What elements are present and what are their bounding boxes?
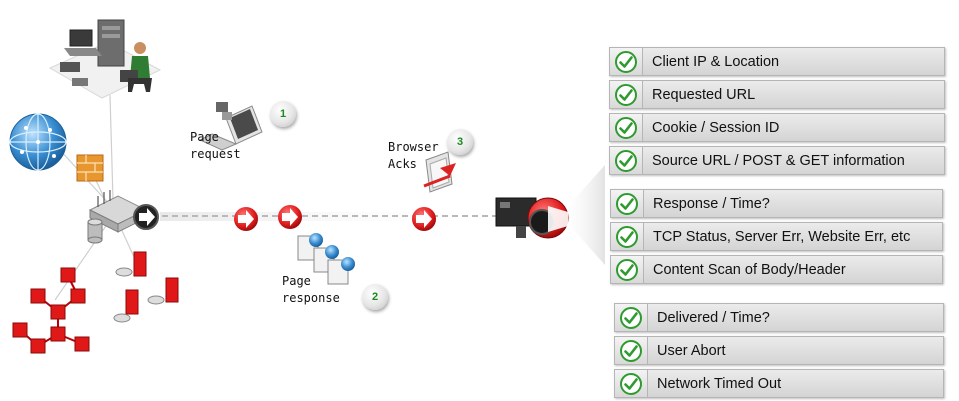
arrow-marker: [234, 207, 258, 231]
checkmark-icon: [616, 192, 638, 215]
firewall-icon: [76, 154, 104, 182]
checkmark-icon: [616, 225, 638, 248]
check-box: [610, 147, 643, 174]
check-box: [611, 256, 644, 283]
step-badge-1: 1: [270, 101, 296, 127]
funnel-shape: [560, 165, 605, 265]
checkmark-icon: [620, 372, 642, 395]
checklist-item: Network Timed Out: [614, 369, 944, 398]
checklist-item: TCP Status, Server Err, Website Err, etc: [610, 222, 943, 251]
checklist-item: Requested URL: [609, 80, 945, 109]
browser-acks-label: Browser Acks: [388, 139, 439, 173]
checklist-item-label: Client IP & Location: [652, 53, 780, 70]
checklist-item: Source URL / POST & GET information: [609, 146, 945, 175]
page-request-label-line1: Page: [190, 130, 219, 144]
workstation-cluster-icon: [48, 19, 162, 99]
checkmark-icon: [615, 149, 637, 172]
checklist-item: Content Scan of Body/Header: [610, 255, 943, 284]
checklist-item-label: Cookie / Session ID: [652, 119, 780, 136]
checklist-item-label: TCP Status, Server Err, Website Err, etc: [653, 228, 911, 245]
checklist-item-label: Response / Time?: [653, 195, 770, 212]
monitor-icon: [423, 151, 456, 193]
check-box: [611, 190, 644, 217]
arrow-marker: [278, 205, 302, 229]
server-rack-icon: [113, 251, 179, 323]
check-box: [615, 337, 648, 364]
checklist-item-label: Delivered / Time?: [657, 309, 770, 326]
checklist-item: User Abort: [614, 336, 944, 365]
page-response-label: Page response: [282, 273, 340, 307]
checklist-item: Delivered / Time?: [614, 303, 944, 332]
page-response-label-line1: Page: [282, 274, 311, 288]
checklist-item-label: Network Timed Out: [657, 375, 782, 392]
page-request-label-line2: request: [190, 147, 241, 161]
checklist-item: Client IP & Location: [609, 47, 945, 76]
check-box: [615, 304, 648, 331]
checkmark-icon: [615, 116, 637, 139]
check-box: [610, 114, 643, 141]
arrow-right-icon: [133, 204, 159, 230]
check-box: [610, 81, 643, 108]
page-response-label-line2: response: [282, 291, 340, 305]
checklist-item-label: User Abort: [657, 342, 726, 359]
checklist-item: Response / Time?: [610, 189, 943, 218]
checkmark-icon: [616, 258, 638, 281]
check-box: [610, 48, 643, 75]
check-box: [611, 223, 644, 250]
checklist-item-label: Content Scan of Body/Header: [653, 261, 846, 278]
globe-icon: [9, 113, 67, 171]
step-badge-3: 3: [447, 129, 473, 155]
page-request-label: Page request: [190, 129, 241, 163]
arrow-marker: [412, 207, 436, 231]
web-pages-icon: [297, 233, 355, 285]
check-box: [615, 370, 648, 397]
database-icon: [87, 218, 103, 244]
camera-sniffer-icon: [495, 197, 569, 239]
browser-acks-label-line1: Browser: [388, 140, 439, 154]
laptop-icon: [198, 102, 263, 151]
checkmark-icon: [615, 83, 637, 106]
checkmark-icon: [615, 50, 637, 73]
network-topology-icon: [12, 267, 90, 354]
checklist-item: Cookie / Session ID: [609, 113, 945, 142]
browser-acks-label-line2: Acks: [388, 157, 417, 171]
checklist-item-label: Requested URL: [652, 86, 756, 103]
checklist-item-label: Source URL / POST & GET information: [652, 152, 905, 169]
checkmark-icon: [620, 339, 642, 362]
checkmark-icon: [620, 306, 642, 329]
step-badge-2: 2: [362, 284, 388, 310]
